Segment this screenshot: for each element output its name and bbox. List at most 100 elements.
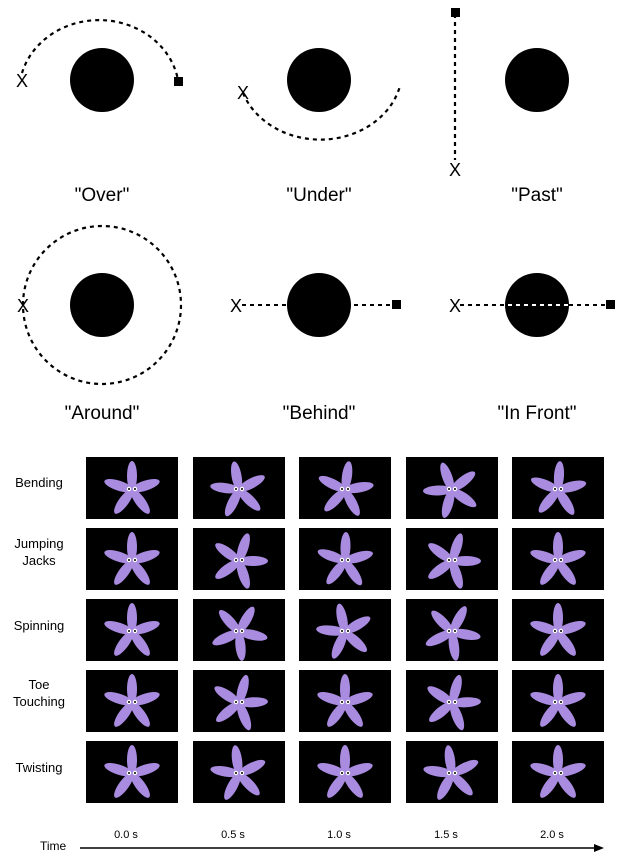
start-x-marker: X bbox=[449, 160, 461, 180]
creature-pupil bbox=[128, 488, 130, 490]
creature-arm bbox=[130, 559, 150, 585]
creature-pupil bbox=[128, 701, 130, 703]
creature-arm bbox=[317, 549, 347, 564]
creature-pupil bbox=[454, 559, 456, 561]
creature-figure bbox=[214, 674, 268, 731]
creature-figure bbox=[317, 674, 373, 727]
creature-arm bbox=[114, 559, 134, 585]
creature-arm bbox=[553, 745, 563, 775]
creature-arm bbox=[343, 559, 363, 586]
creature-pupil bbox=[128, 630, 130, 632]
creature-pupil bbox=[347, 630, 349, 632]
creature-arm bbox=[556, 621, 586, 635]
creature-arm bbox=[450, 606, 467, 634]
motion-frame bbox=[299, 741, 391, 803]
creature-arm bbox=[326, 559, 347, 585]
creature-pupil bbox=[341, 772, 343, 774]
creature-arm bbox=[343, 763, 373, 777]
creature-arm bbox=[449, 559, 463, 589]
label-over: "Over" bbox=[74, 185, 130, 206]
creature-arm bbox=[538, 488, 560, 513]
creature-arm bbox=[214, 686, 241, 705]
creature-figure bbox=[316, 603, 371, 659]
creature-arm bbox=[127, 461, 137, 491]
motion-frame bbox=[193, 528, 285, 590]
creature-arm bbox=[127, 745, 137, 775]
creature-arm bbox=[441, 488, 455, 518]
ball bbox=[505, 48, 569, 112]
creature-arm bbox=[449, 701, 465, 731]
creature-arm bbox=[343, 481, 374, 494]
creature-arm bbox=[130, 621, 160, 635]
creature-arm bbox=[237, 697, 268, 708]
motion-label: Twisting bbox=[15, 760, 63, 775]
creature-arm bbox=[448, 630, 460, 661]
creature-pupil bbox=[554, 488, 556, 490]
creature-arm bbox=[449, 533, 463, 563]
motion-label: Toe Touching bbox=[12, 677, 66, 709]
creature-arm bbox=[343, 616, 371, 634]
creature-pupil bbox=[134, 559, 136, 561]
creature-figure bbox=[318, 461, 374, 516]
creature-pupil bbox=[347, 559, 349, 561]
creature-arm bbox=[450, 471, 476, 492]
motion-frame bbox=[86, 528, 178, 590]
creature-figure bbox=[423, 745, 479, 800]
creature-arm bbox=[553, 532, 563, 562]
creature-arm bbox=[450, 772, 473, 796]
creature-pupil bbox=[241, 630, 243, 632]
creature-arm bbox=[540, 630, 560, 656]
creature-arm bbox=[556, 480, 587, 493]
end-square-marker bbox=[174, 77, 183, 86]
panel-past: X bbox=[449, 8, 569, 180]
motion-frame bbox=[193, 599, 285, 661]
creature-arm bbox=[237, 629, 268, 641]
start-x-marker: X bbox=[16, 71, 28, 91]
creature-arm bbox=[215, 559, 241, 579]
motion-frame bbox=[512, 457, 604, 519]
creature-pupil bbox=[341, 701, 343, 703]
creature-pupil bbox=[128, 559, 130, 561]
creature-pupil bbox=[454, 488, 456, 490]
panel-behind: X bbox=[230, 273, 401, 337]
label-around: "Around" bbox=[64, 403, 140, 424]
creature-arm bbox=[540, 772, 560, 798]
creature-pupil bbox=[454, 772, 456, 774]
creature-arm bbox=[343, 550, 373, 564]
start-x-marker: X bbox=[237, 83, 249, 103]
creature-arm bbox=[210, 765, 241, 778]
creature-arm bbox=[237, 475, 265, 492]
creature-arm bbox=[556, 763, 586, 777]
creature-pupil bbox=[554, 559, 556, 561]
creature-arm bbox=[431, 610, 454, 634]
creature-pupil bbox=[235, 772, 237, 774]
creature-arm bbox=[553, 603, 563, 633]
creature-figure bbox=[317, 745, 373, 798]
motion-frame bbox=[86, 741, 178, 803]
motion-frame bbox=[193, 457, 285, 519]
creature-figure bbox=[423, 462, 477, 518]
creature-arm bbox=[237, 606, 255, 634]
creature-figure bbox=[530, 745, 586, 798]
creature-arm bbox=[127, 603, 137, 633]
creature-arm bbox=[130, 550, 160, 564]
creature-pupil bbox=[235, 559, 237, 561]
creature-pupil bbox=[347, 488, 349, 490]
dashed-path bbox=[21, 224, 183, 386]
creature-arm bbox=[440, 462, 455, 492]
creature-pupil bbox=[560, 488, 562, 490]
creature-arm bbox=[444, 745, 456, 776]
creature-arm bbox=[237, 772, 260, 796]
creature-arm bbox=[324, 488, 347, 512]
creature-arm bbox=[341, 461, 353, 492]
creature-pupil bbox=[448, 488, 450, 490]
creature-arm bbox=[530, 550, 560, 564]
creature-arm bbox=[224, 772, 241, 800]
creature-figure bbox=[530, 603, 586, 656]
creature-arm bbox=[530, 692, 560, 706]
motion-frame bbox=[193, 741, 285, 803]
motion-label: Jumping Jacks bbox=[14, 536, 64, 568]
motion-frame bbox=[512, 528, 604, 590]
creature-pupil bbox=[554, 701, 556, 703]
creature-arm bbox=[114, 772, 134, 798]
